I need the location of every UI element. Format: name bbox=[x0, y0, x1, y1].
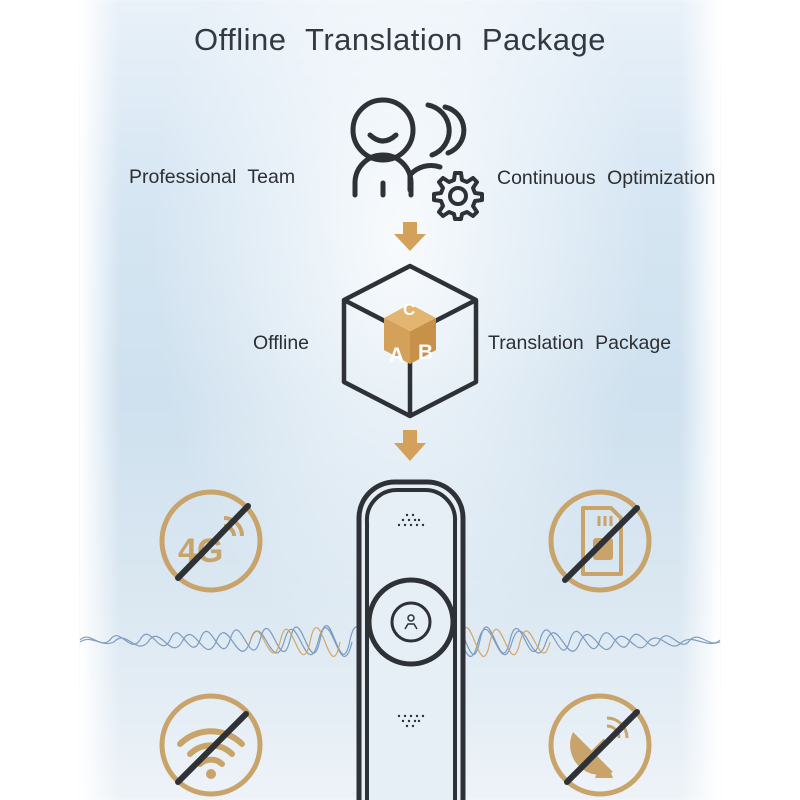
no-wifi-icon bbox=[158, 692, 264, 798]
offline-label: Offline bbox=[253, 332, 310, 354]
page-title: Offline Translation Package bbox=[193, 22, 607, 57]
cube-letter-c: C bbox=[403, 300, 416, 319]
professional-team-label: Professional Team bbox=[129, 166, 296, 188]
no-sim-card-icon bbox=[547, 488, 653, 594]
cube-letter-b: B bbox=[418, 341, 434, 364]
translation-package-label: Translation Package bbox=[488, 332, 672, 354]
continuous-optimization-label: Continuous Optimization bbox=[497, 167, 716, 189]
team-icon bbox=[340, 95, 490, 225]
no-satellite-icon bbox=[547, 692, 653, 798]
no-4g-icon: 4G bbox=[158, 488, 264, 594]
background-edge-right bbox=[680, 0, 720, 800]
translator-device bbox=[355, 478, 467, 800]
down-arrow-icon bbox=[393, 222, 427, 252]
down-arrow-icon bbox=[393, 430, 427, 462]
cube-icon bbox=[340, 262, 480, 422]
background-edge-left bbox=[80, 0, 120, 800]
gear-icon bbox=[432, 170, 484, 221]
cube-letter-a: A bbox=[389, 344, 405, 367]
